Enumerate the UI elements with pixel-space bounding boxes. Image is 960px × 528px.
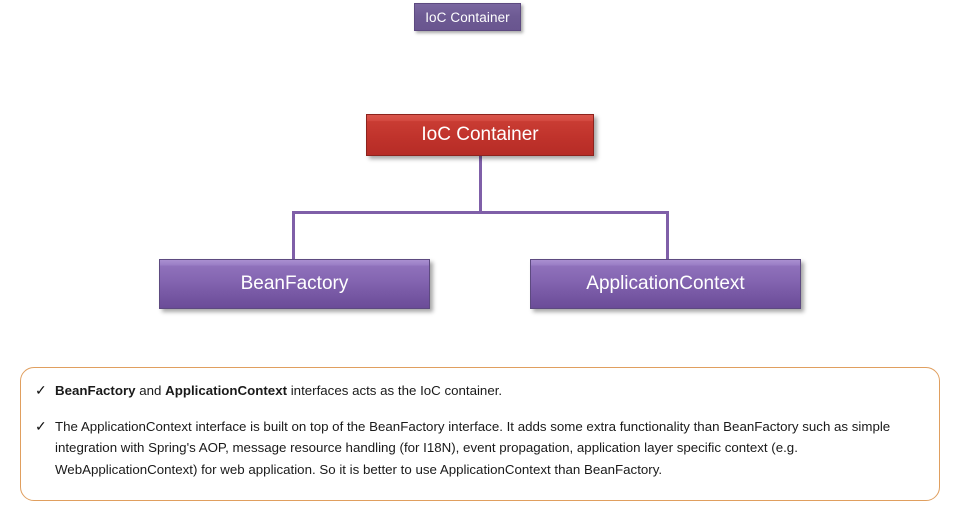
node-applicationcontext[interactable]: ApplicationContext xyxy=(530,259,801,309)
node-beanfactory[interactable]: BeanFactory xyxy=(159,259,430,309)
check-mark-icon: ✓ xyxy=(35,417,47,434)
title-badge: IoC Container xyxy=(414,3,521,31)
connector-root-vertical xyxy=(479,155,482,213)
list-item-text: The ApplicationContext interface is buil… xyxy=(55,418,891,477)
node-applicationcontext-label: ApplicationContext xyxy=(586,273,745,294)
check-mark-icon: ✓ xyxy=(35,382,47,398)
list-item: ✓ BeanFactory and ApplicationContext int… xyxy=(35,380,921,402)
node-beanfactory-label: BeanFactory xyxy=(240,273,349,294)
connector-right-vertical xyxy=(666,211,669,261)
notes-callout: ✓ BeanFactory and ApplicationContext int… xyxy=(20,367,940,501)
list-item: ✓ The ApplicationContext interface is bu… xyxy=(35,416,921,481)
node-ioc-container[interactable]: IoC Container xyxy=(366,114,594,156)
connector-left-vertical xyxy=(292,211,295,261)
node-ioc-container-label: IoC Container xyxy=(421,124,539,145)
connector-horizontal-bar xyxy=(292,211,669,214)
title-badge-label: IoC Container xyxy=(425,10,510,25)
list-item-text: BeanFactory and ApplicationContext inter… xyxy=(55,383,503,398)
